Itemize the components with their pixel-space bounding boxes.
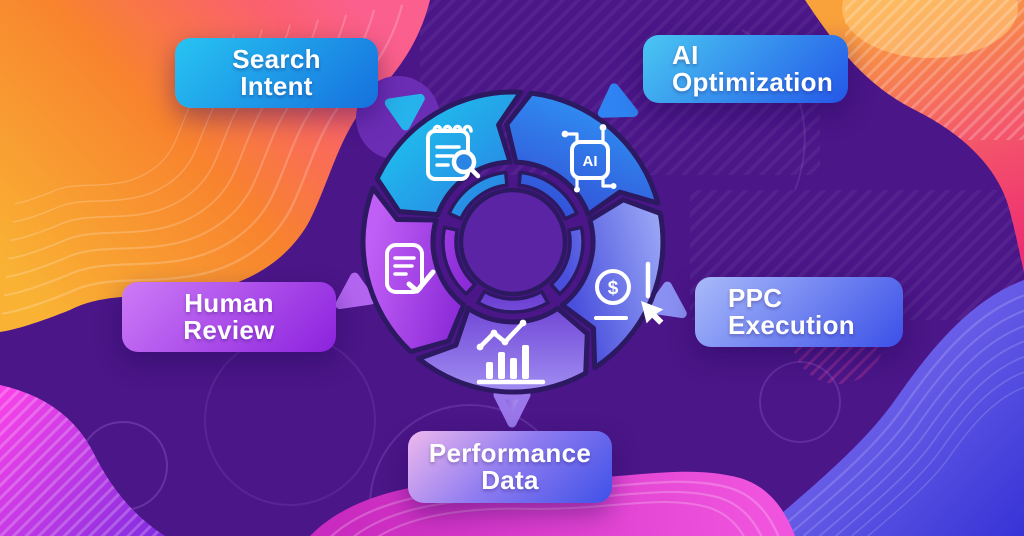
label-text-line2: Optimization	[672, 67, 834, 97]
blob-bottom-right	[755, 280, 1024, 536]
segment-human-review	[360, 185, 467, 355]
cursor-pointer	[641, 301, 664, 325]
label-text-line2: Execution	[728, 310, 855, 340]
arrow-performance	[493, 390, 531, 428]
process-wheel: AI $	[335, 83, 687, 428]
label-text-line1: Human	[184, 288, 274, 319]
arrow-ppc	[646, 281, 687, 319]
label-ppc-execution: PPC Execution	[695, 277, 903, 347]
notepad-search-icon	[426, 124, 481, 181]
bar-chart-icon	[476, 319, 546, 385]
label-human-review: Human Review	[122, 282, 336, 352]
label-text-line1: Performance	[428, 438, 592, 469]
dollar-glyph: $	[608, 278, 619, 299]
ai-chip-icon: AI	[561, 124, 617, 193]
wheel-inner-ring	[441, 170, 585, 314]
rotation-arrows	[335, 83, 687, 428]
arrow-human	[335, 272, 376, 310]
ai-chip-label: AI	[583, 153, 598, 170]
label-text-line2: Data	[481, 465, 539, 495]
label-ai-optimization: AI Optimization	[643, 35, 848, 103]
label-text-line2: Review	[183, 315, 275, 345]
label-search-intent: Search Intent	[175, 38, 378, 108]
wheel-center-hole	[458, 187, 568, 297]
segment-performance-data	[416, 305, 590, 395]
segment-ai-optimization	[504, 90, 661, 218]
segment-ppc-execution	[559, 197, 666, 371]
arrow-ai	[597, 83, 639, 118]
document-check-icon	[385, 243, 436, 294]
label-text-line2: Intent	[240, 71, 313, 101]
label-performance-data: Performance Data	[408, 431, 612, 503]
label-text-line1: AI	[672, 40, 699, 71]
arrow-search	[384, 93, 425, 131]
label-text-line1: Search	[232, 44, 321, 75]
wheel-segments	[360, 89, 666, 395]
label-text-line1: PPC	[728, 283, 783, 314]
segment-search-intent	[374, 89, 524, 218]
dollar-click-icon: $	[594, 261, 664, 325]
